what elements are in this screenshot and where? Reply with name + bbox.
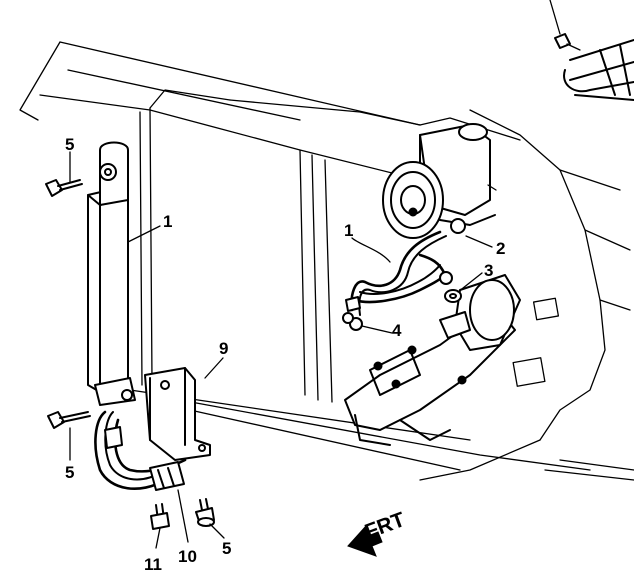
bolt-5-left [47,411,91,429]
callout-11: 11 [144,555,162,574]
callout-1-hose: 1 [344,221,353,240]
callout-5-left: 5 [65,463,74,482]
callout-1-cooler: 1 [163,212,172,231]
callout-labels: 1 1 2 3 4 5 5 5 9 10 11 [65,135,505,574]
bolt-5-top [45,179,83,197]
engine-block [419,109,634,481]
callout-4: 4 [392,321,402,340]
callout-9: 9 [219,339,228,358]
upper-right-bracket [549,0,634,101]
oil-cooler [87,141,136,406]
front-direction-indicator: FRT [347,508,408,557]
callout-2: 2 [496,239,505,258]
radiator-support-frame [19,41,591,471]
fittings [342,289,462,331]
bolt-5-bottom [195,498,215,527]
steering-gear [344,274,521,446]
frt-label: FRT [362,508,408,544]
cooler-hoses-upper [345,230,453,316]
callout-5-bottom: 5 [222,539,231,558]
callout-3: 3 [484,261,493,280]
cooler-hoses-lower [94,410,187,491]
washer-3 [444,289,462,303]
power-steering-pump [382,123,497,239]
front-arrow-icon [347,524,383,557]
callout-5-top: 5 [65,135,74,154]
callout-10: 10 [178,547,197,566]
bracket-9 [144,367,211,461]
clamp-10 [149,461,185,491]
bolt-11 [150,503,170,530]
leader-lines [69,151,493,549]
